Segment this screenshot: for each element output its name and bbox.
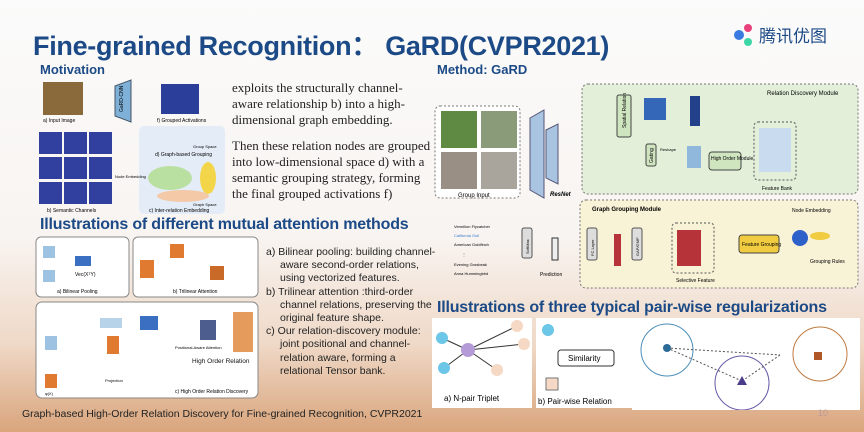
label-npair: a) N-pair Triplet <box>444 394 500 403</box>
slide-title: Fine-grained Recognition： GaRD(CVPR2021) <box>33 31 610 61</box>
citation-footer: Graph-based High-Order Relation Discover… <box>22 408 423 420</box>
cluster-regularization-figure <box>632 318 860 410</box>
label-att-a: a) Bilinear Pooling <box>57 289 98 295</box>
label-gating: Gating <box>649 148 655 163</box>
label-selective-feature: Selective Feature <box>676 278 715 284</box>
class-label: California Gull <box>454 233 479 238</box>
list-item: a) Bilinear pooling: building channel-aw… <box>266 246 436 285</box>
label-vec: Vec(XᵀY) <box>75 272 96 278</box>
class-label: Evening Grosbeak <box>454 262 487 267</box>
pairwise-heading: Illustrations of three typical pair-wise… <box>437 299 827 316</box>
class-label: ⋮ <box>462 252 466 257</box>
label-graph-space: Graph Space <box>193 202 217 207</box>
label-ggm: Graph Grouping Module <box>592 207 662 213</box>
label-softmax: SoftMax <box>525 239 530 254</box>
logo-text: 腾讯优图 <box>759 27 827 46</box>
graph-grouping-panel <box>579 199 859 289</box>
list-item: c) Our relation-discovery module: joint … <box>266 325 421 377</box>
pairwise-relation-figure: Similarity b) Pair-wise Relation <box>536 318 632 408</box>
label-high-order-relation: High Order Relation <box>192 358 250 365</box>
npair-triplet-figure: a) N-pair Triplet <box>432 318 532 408</box>
label-c: c) Inter-relation Embedding <box>149 208 210 214</box>
attention-heading: Illustrations of different mutual attent… <box>40 216 409 233</box>
label-group-space: Group Space <box>193 144 217 149</box>
label-f: f) Grouped Activations <box>157 118 207 124</box>
class-list: Vermilion Flycatcher California Gull Ame… <box>454 224 491 276</box>
motivation-figure: a) Input Image GaRD-CNN f) Grouped Activ… <box>39 79 225 214</box>
semantic-channels-grid <box>39 132 112 204</box>
label-high-order-module: High Order Module <box>711 156 753 162</box>
class-label: Vermilion Flycatcher <box>454 224 491 229</box>
tencent-youtu-logo: 腾讯优图 <box>733 22 827 47</box>
label-network: GaRD-CNN <box>119 85 125 112</box>
label-gap: GAP/GMP <box>635 237 640 256</box>
youtu-logo-icon <box>734 23 752 46</box>
similarity-box: Similarity <box>568 354 600 363</box>
gard-diagram: Group Input ResNet Relation Discovery Mo… <box>434 83 859 289</box>
motivation-text-2: Then these relation nodes are grouped in… <box>232 138 431 201</box>
label-pairwise: b) Pair-wise Relation <box>538 397 612 406</box>
label-grouping-rules: Grouping Rules <box>810 259 845 265</box>
label-prediction: Prediction <box>540 272 562 278</box>
class-label: Anna Hummingbird <box>454 271 488 276</box>
label-feature-grouping: Feature Grouping <box>742 242 781 248</box>
class-label: American Goldfinch <box>454 242 489 247</box>
label-fc: FC Layer <box>590 239 595 256</box>
gard-cnn-block <box>114 79 132 123</box>
label-feature-bank: Feature Bank <box>762 186 793 192</box>
grouped-activations-image <box>161 84 199 114</box>
attention-list: a) Bilinear pooling: building channel-aw… <box>266 246 441 378</box>
label-positional: Positional-Aware Attention <box>175 345 222 350</box>
input-image <box>43 82 83 115</box>
trilinear-panel <box>132 236 259 298</box>
label-resnet: ResNet <box>550 192 572 198</box>
label-node-embedding: Node Embedding <box>115 174 146 179</box>
label-b: b) Semantic Channels <box>47 208 97 214</box>
method-heading: Method: GaRD <box>437 62 528 77</box>
label-spatial: Spatial Relation <box>622 93 628 128</box>
motivation-text-1: exploits the structurally channel-aware … <box>232 80 405 127</box>
motivation-heading: Motivation <box>40 62 105 77</box>
label-att-b: b) Trilinear Attention <box>173 289 218 295</box>
label-a: a) Input Image <box>43 118 75 124</box>
label-d: d) Graph-based Grouping <box>155 152 212 158</box>
label-reshape: Reshape <box>660 147 677 152</box>
attention-figure: Vec(XᵀY) a) Bilinear Pooling b) Trilinea… <box>35 236 259 399</box>
label-group-input: Group Input <box>458 193 490 199</box>
bilinear-panel <box>35 236 130 298</box>
label-node-embedding: Node Embedding <box>792 208 831 214</box>
list-item: b) Trilinear attention :third-order chan… <box>266 285 432 325</box>
label-att-c: c) High Order Relation Discovery <box>175 389 249 395</box>
label-projection: Projection <box>105 378 123 383</box>
label-phi: φ(X) <box>45 391 54 396</box>
page-number: 10 <box>818 408 829 418</box>
label-rdm: Relation Discovery Module <box>767 91 839 97</box>
